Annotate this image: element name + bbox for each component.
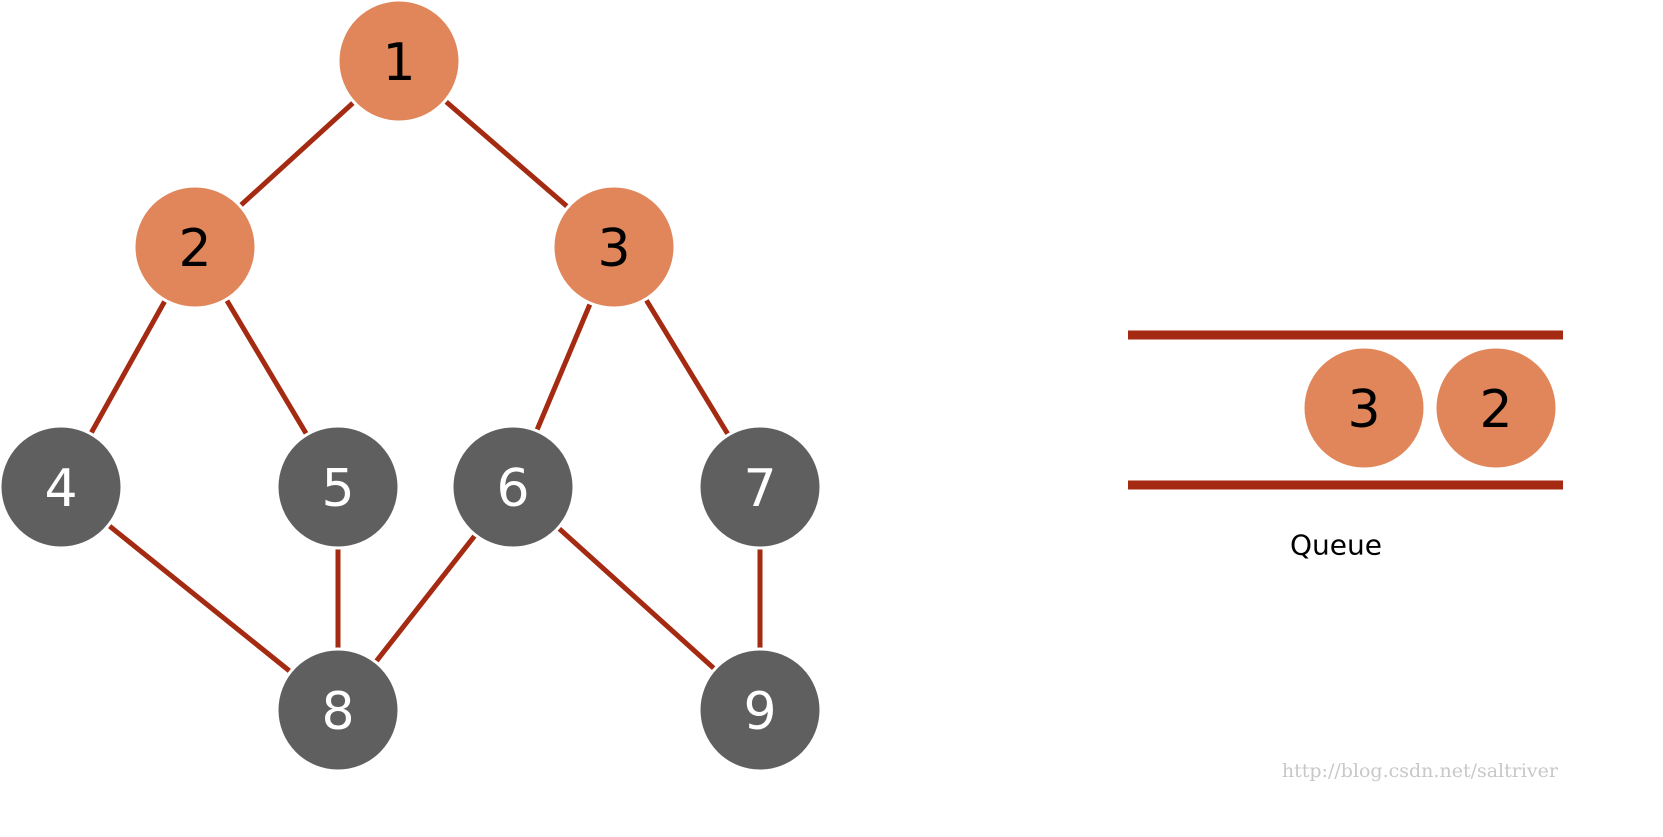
graph-nodes: 1 2 3 4 5 6 7 8 9 (0, 0, 823, 773)
node-5-label: 5 (321, 459, 354, 519)
node-9: 9 (697, 647, 823, 773)
node-2: 2 (132, 184, 258, 310)
node-4-circle (0, 424, 124, 550)
node-6: 6 (450, 424, 576, 550)
node-3: 3 (551, 184, 677, 310)
node-2-circle (132, 184, 258, 310)
node-5: 5 (275, 424, 401, 550)
node-4: 4 (0, 424, 124, 550)
queue-item-3: 3 (1301, 345, 1427, 471)
node-3-circle (551, 184, 677, 310)
node-1: 1 (336, 0, 462, 124)
queue-item-3-circle (1301, 345, 1427, 471)
node-3-label: 3 (597, 219, 630, 279)
node-7-label: 7 (743, 459, 776, 519)
queue-item-3-label: 3 (1347, 380, 1380, 440)
queue-item-2-label: 2 (1479, 380, 1512, 440)
node-8: 8 (275, 647, 401, 773)
node-4-label: 4 (44, 459, 77, 519)
node-2-label: 2 (178, 219, 211, 279)
node-9-circle (697, 647, 823, 773)
node-6-circle (450, 424, 576, 550)
graph-edges (58, 59, 763, 712)
node-7: 7 (697, 424, 823, 550)
queue-item-2: 2 (1433, 345, 1559, 471)
queue-caption: Queue (1290, 529, 1382, 562)
node-5-circle (275, 424, 401, 550)
node-8-label: 8 (321, 682, 354, 742)
node-1-label: 1 (382, 33, 415, 93)
watermark: http://blog.csdn.net/saltriver (1282, 760, 1559, 782)
node-7-circle (697, 424, 823, 550)
node-6-label: 6 (496, 459, 529, 519)
node-1-circle (336, 0, 462, 124)
queue-item-2-circle (1433, 345, 1559, 471)
node-9-label: 9 (743, 682, 776, 742)
node-8-circle (275, 647, 401, 773)
